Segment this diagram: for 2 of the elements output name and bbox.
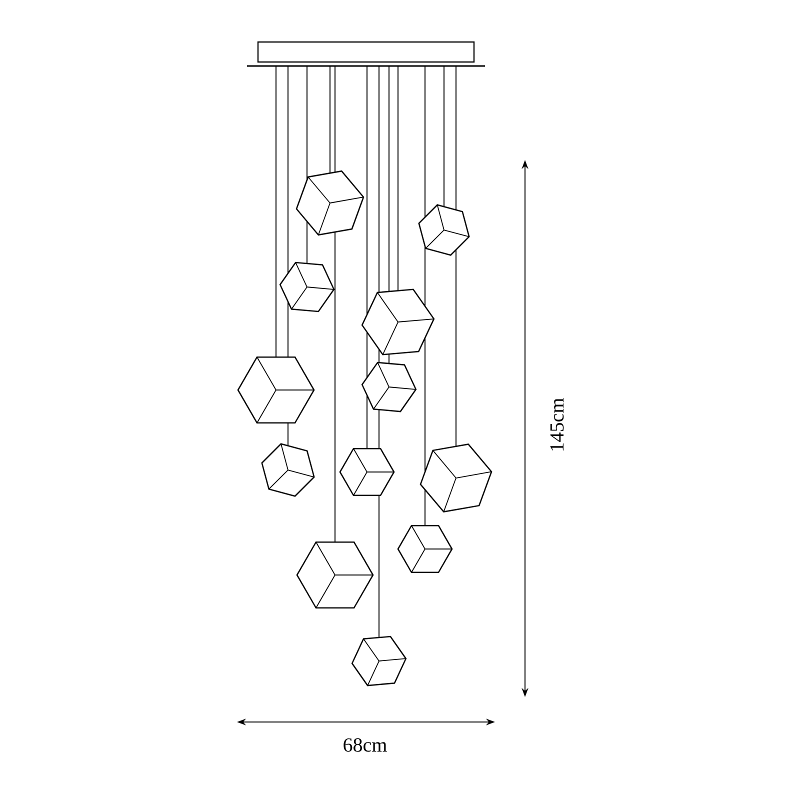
dimension-label: 145cm bbox=[550, 398, 564, 450]
dimension-label: 68cm bbox=[344, 738, 387, 752]
